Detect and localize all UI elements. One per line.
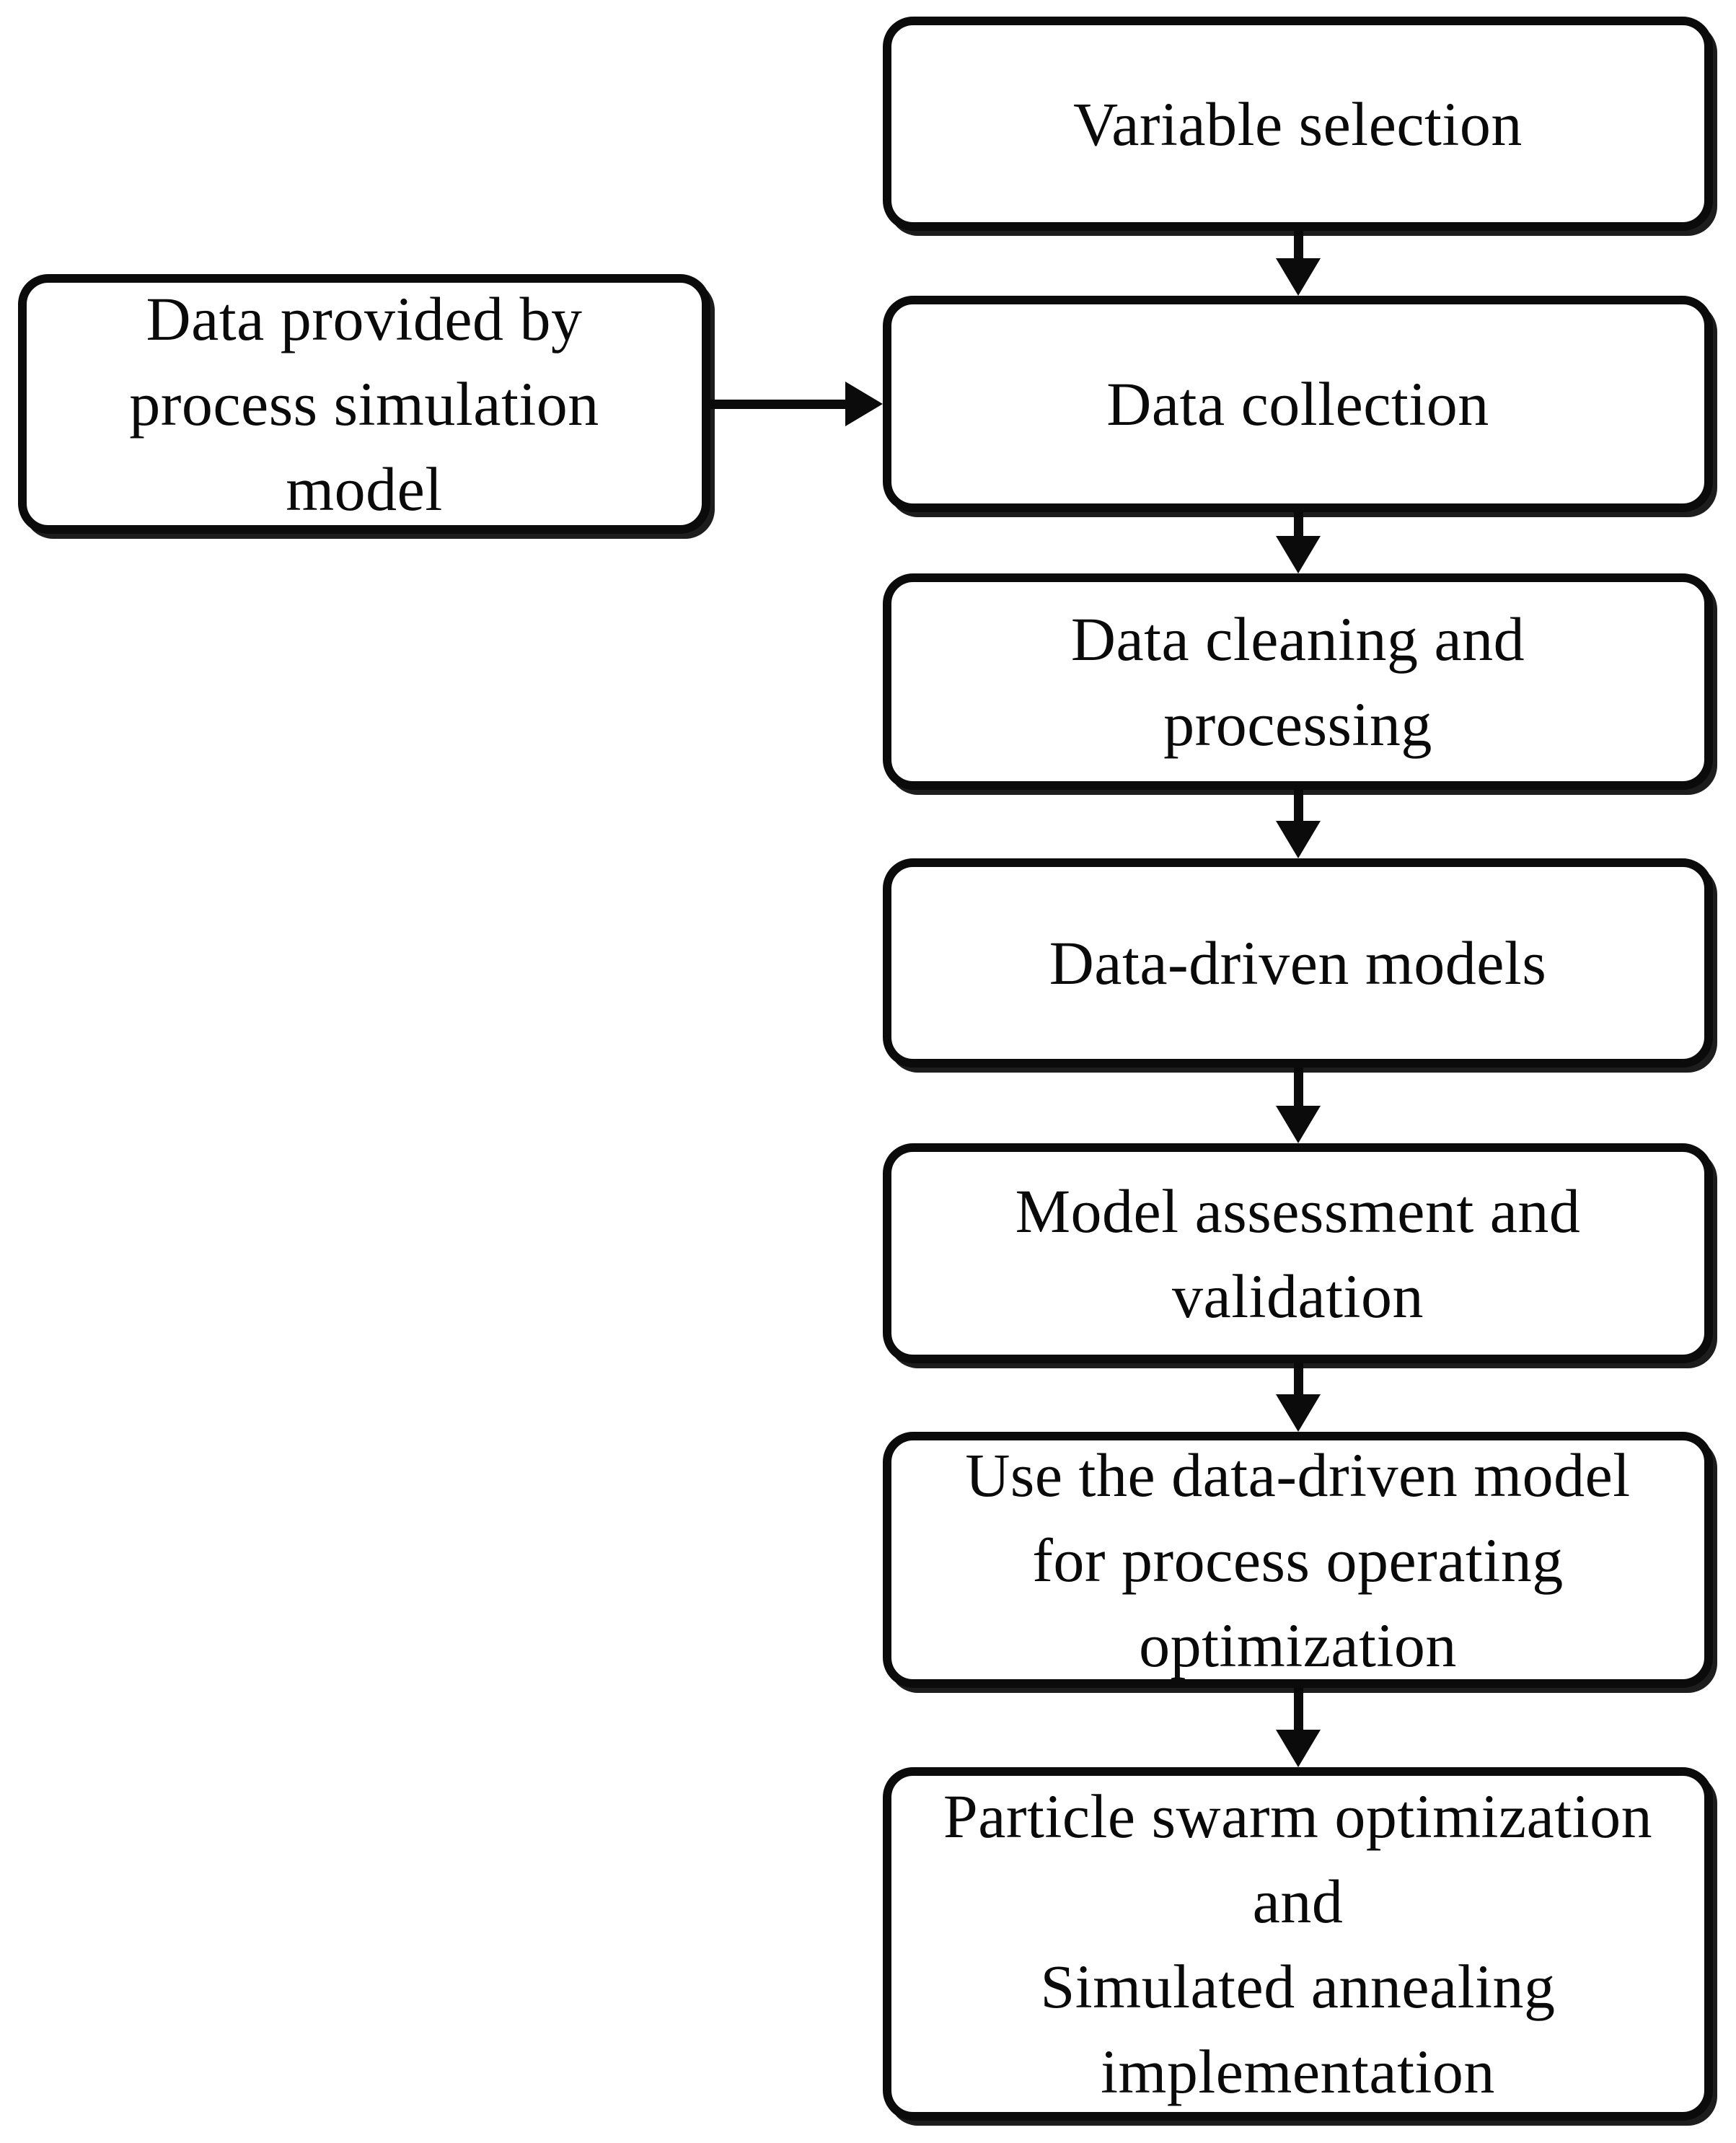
connector-shaft <box>1294 1688 1303 1733</box>
arrowhead-down-icon <box>1276 536 1321 573</box>
node-use-the-data-driven-model-for-process-operating-optimization[interactable]: Use the data-driven model for process op… <box>883 1432 1713 1688</box>
connector-shaft <box>1294 512 1303 539</box>
connector-shaft <box>1294 231 1303 261</box>
arrowhead-right-icon <box>845 382 883 426</box>
node-label: Data collection <box>1106 369 1489 439</box>
node-data-collection[interactable]: Data collection <box>883 296 1713 512</box>
node-data-cleaning-and-processing[interactable]: Data cleaning and processing <box>883 573 1713 790</box>
node-label: Model assessment and validation <box>1015 1176 1581 1331</box>
node-variable-selection[interactable]: Variable selection <box>883 17 1713 231</box>
node-data-driven-models[interactable]: Data-driven models <box>883 858 1713 1068</box>
node-label: Data provided by process simulation mode… <box>129 284 599 524</box>
arrowhead-down-icon <box>1276 821 1321 858</box>
arrowhead-down-icon <box>1276 1394 1321 1432</box>
node-label: Data-driven models <box>1049 928 1547 998</box>
connector-shaft <box>710 400 848 409</box>
node-particle-swarm-optimization-and-simulated-annealing-implementation[interactable]: Particle swarm optimization and Simulate… <box>883 1767 1713 2121</box>
arrowhead-down-icon <box>1276 1106 1321 1143</box>
node-data-provided-by-process-simulation-model[interactable]: Data provided by process simulation mode… <box>18 274 710 534</box>
arrowhead-down-icon <box>1276 1730 1321 1767</box>
connector-shaft <box>1294 790 1303 824</box>
node-label: Data cleaning and processing <box>1070 604 1525 759</box>
connector-shaft <box>1294 1068 1303 1109</box>
connector-shaft <box>1294 1363 1303 1397</box>
node-model-assessment-and-validation[interactable]: Model assessment and validation <box>883 1143 1713 1363</box>
arrowhead-down-icon <box>1276 258 1321 296</box>
node-label: Variable selection <box>1073 89 1523 159</box>
node-label: Use the data-driven model for process op… <box>965 1440 1631 1680</box>
node-label: Particle swarm optimization and Simulate… <box>943 1782 1653 2106</box>
